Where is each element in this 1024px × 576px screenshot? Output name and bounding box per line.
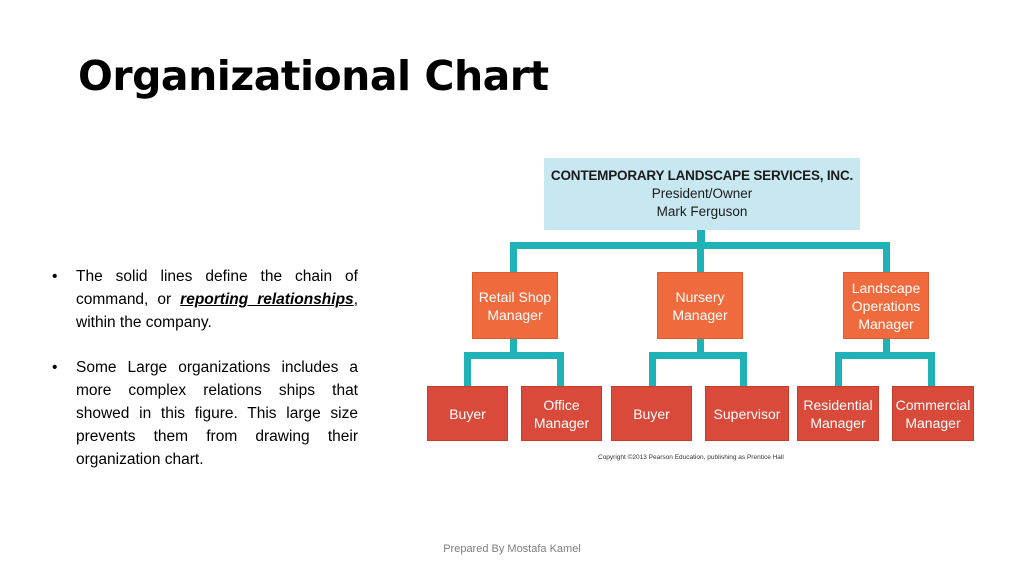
- org-node-office-manager: Office Manager: [521, 386, 602, 441]
- connector: [510, 339, 517, 359]
- copyright-notice: Copyright ©2013 Pearson Education, publi…: [598, 454, 784, 461]
- connector: [740, 352, 747, 386]
- node-label-line: Manager: [487, 306, 543, 323]
- president-name: Mark Ferguson: [656, 204, 748, 219]
- node-label-line: Manager: [810, 414, 866, 431]
- connector: [464, 352, 471, 386]
- bullet-text: , within the company.: [76, 291, 358, 331]
- bullet-list: The solid lines define the chain of comm…: [48, 265, 358, 493]
- org-node-president: CONTEMPORARY LANDSCAPE SERVICES, INC. Pr…: [544, 158, 860, 230]
- node-label-line: Buyer: [633, 405, 670, 422]
- node-label-line: Residential: [803, 396, 873, 413]
- node-label-line: Nursery: [675, 288, 725, 305]
- node-label-line: Operations: [851, 297, 921, 314]
- node-label-line: Manager: [672, 306, 728, 323]
- node-label-line: Supervisor: [713, 405, 781, 422]
- node-label-line: Manager: [533, 414, 590, 431]
- bullet-item: The solid lines define the chain of comm…: [48, 265, 358, 334]
- node-label-line: Commercial: [895, 396, 971, 413]
- connector: [697, 230, 705, 243]
- connector: [464, 352, 564, 359]
- org-node-nursery-manager: Nursery Manager: [657, 272, 743, 339]
- connector: [928, 352, 935, 386]
- slide-title: Organizational Chart: [78, 52, 549, 100]
- org-node-retail-shop-manager: Retail Shop Manager: [472, 272, 558, 339]
- company-name: CONTEMPORARY LANDSCAPE SERVICES, INC.: [550, 168, 854, 183]
- connector: [835, 352, 935, 359]
- org-node-residential-manager: Residential Manager: [797, 386, 879, 441]
- connector: [649, 352, 656, 386]
- president-role: President/Owner: [651, 186, 753, 201]
- org-node-landscape-operations-manager: Landscape Operations Manager: [843, 272, 929, 339]
- node-label-line: Landscape: [851, 279, 921, 296]
- bullet-text: The solid lines define the chain of comm…: [76, 268, 358, 308]
- connector: [835, 352, 842, 386]
- bullet-text: Some Large organizations includes a more…: [76, 359, 358, 468]
- org-node-buyer-retail: Buyer: [427, 386, 508, 441]
- node-label-line: Retail Shop: [478, 288, 552, 305]
- reporting-relationships-emphasis: reporting relationships: [180, 291, 354, 308]
- node-label-line: Manager: [858, 315, 914, 332]
- connector: [883, 339, 890, 359]
- org-node-commercial-manager: Commercial Manager: [892, 386, 974, 441]
- connector: [697, 339, 704, 359]
- org-node-supervisor: Supervisor: [705, 386, 789, 441]
- slide-footer: Prepared By Mostafa Kamel: [443, 543, 581, 555]
- connector: [649, 352, 747, 359]
- connector: [883, 242, 890, 272]
- connector: [697, 242, 704, 272]
- bullet-item: Some Large organizations includes a more…: [48, 356, 358, 471]
- node-label-line: Buyer: [449, 405, 486, 422]
- connector: [510, 242, 517, 272]
- node-label-line: Manager: [905, 414, 961, 431]
- node-label-line: Office: [543, 396, 580, 413]
- org-node-buyer-nursery: Buyer: [611, 386, 692, 441]
- connector: [557, 352, 564, 386]
